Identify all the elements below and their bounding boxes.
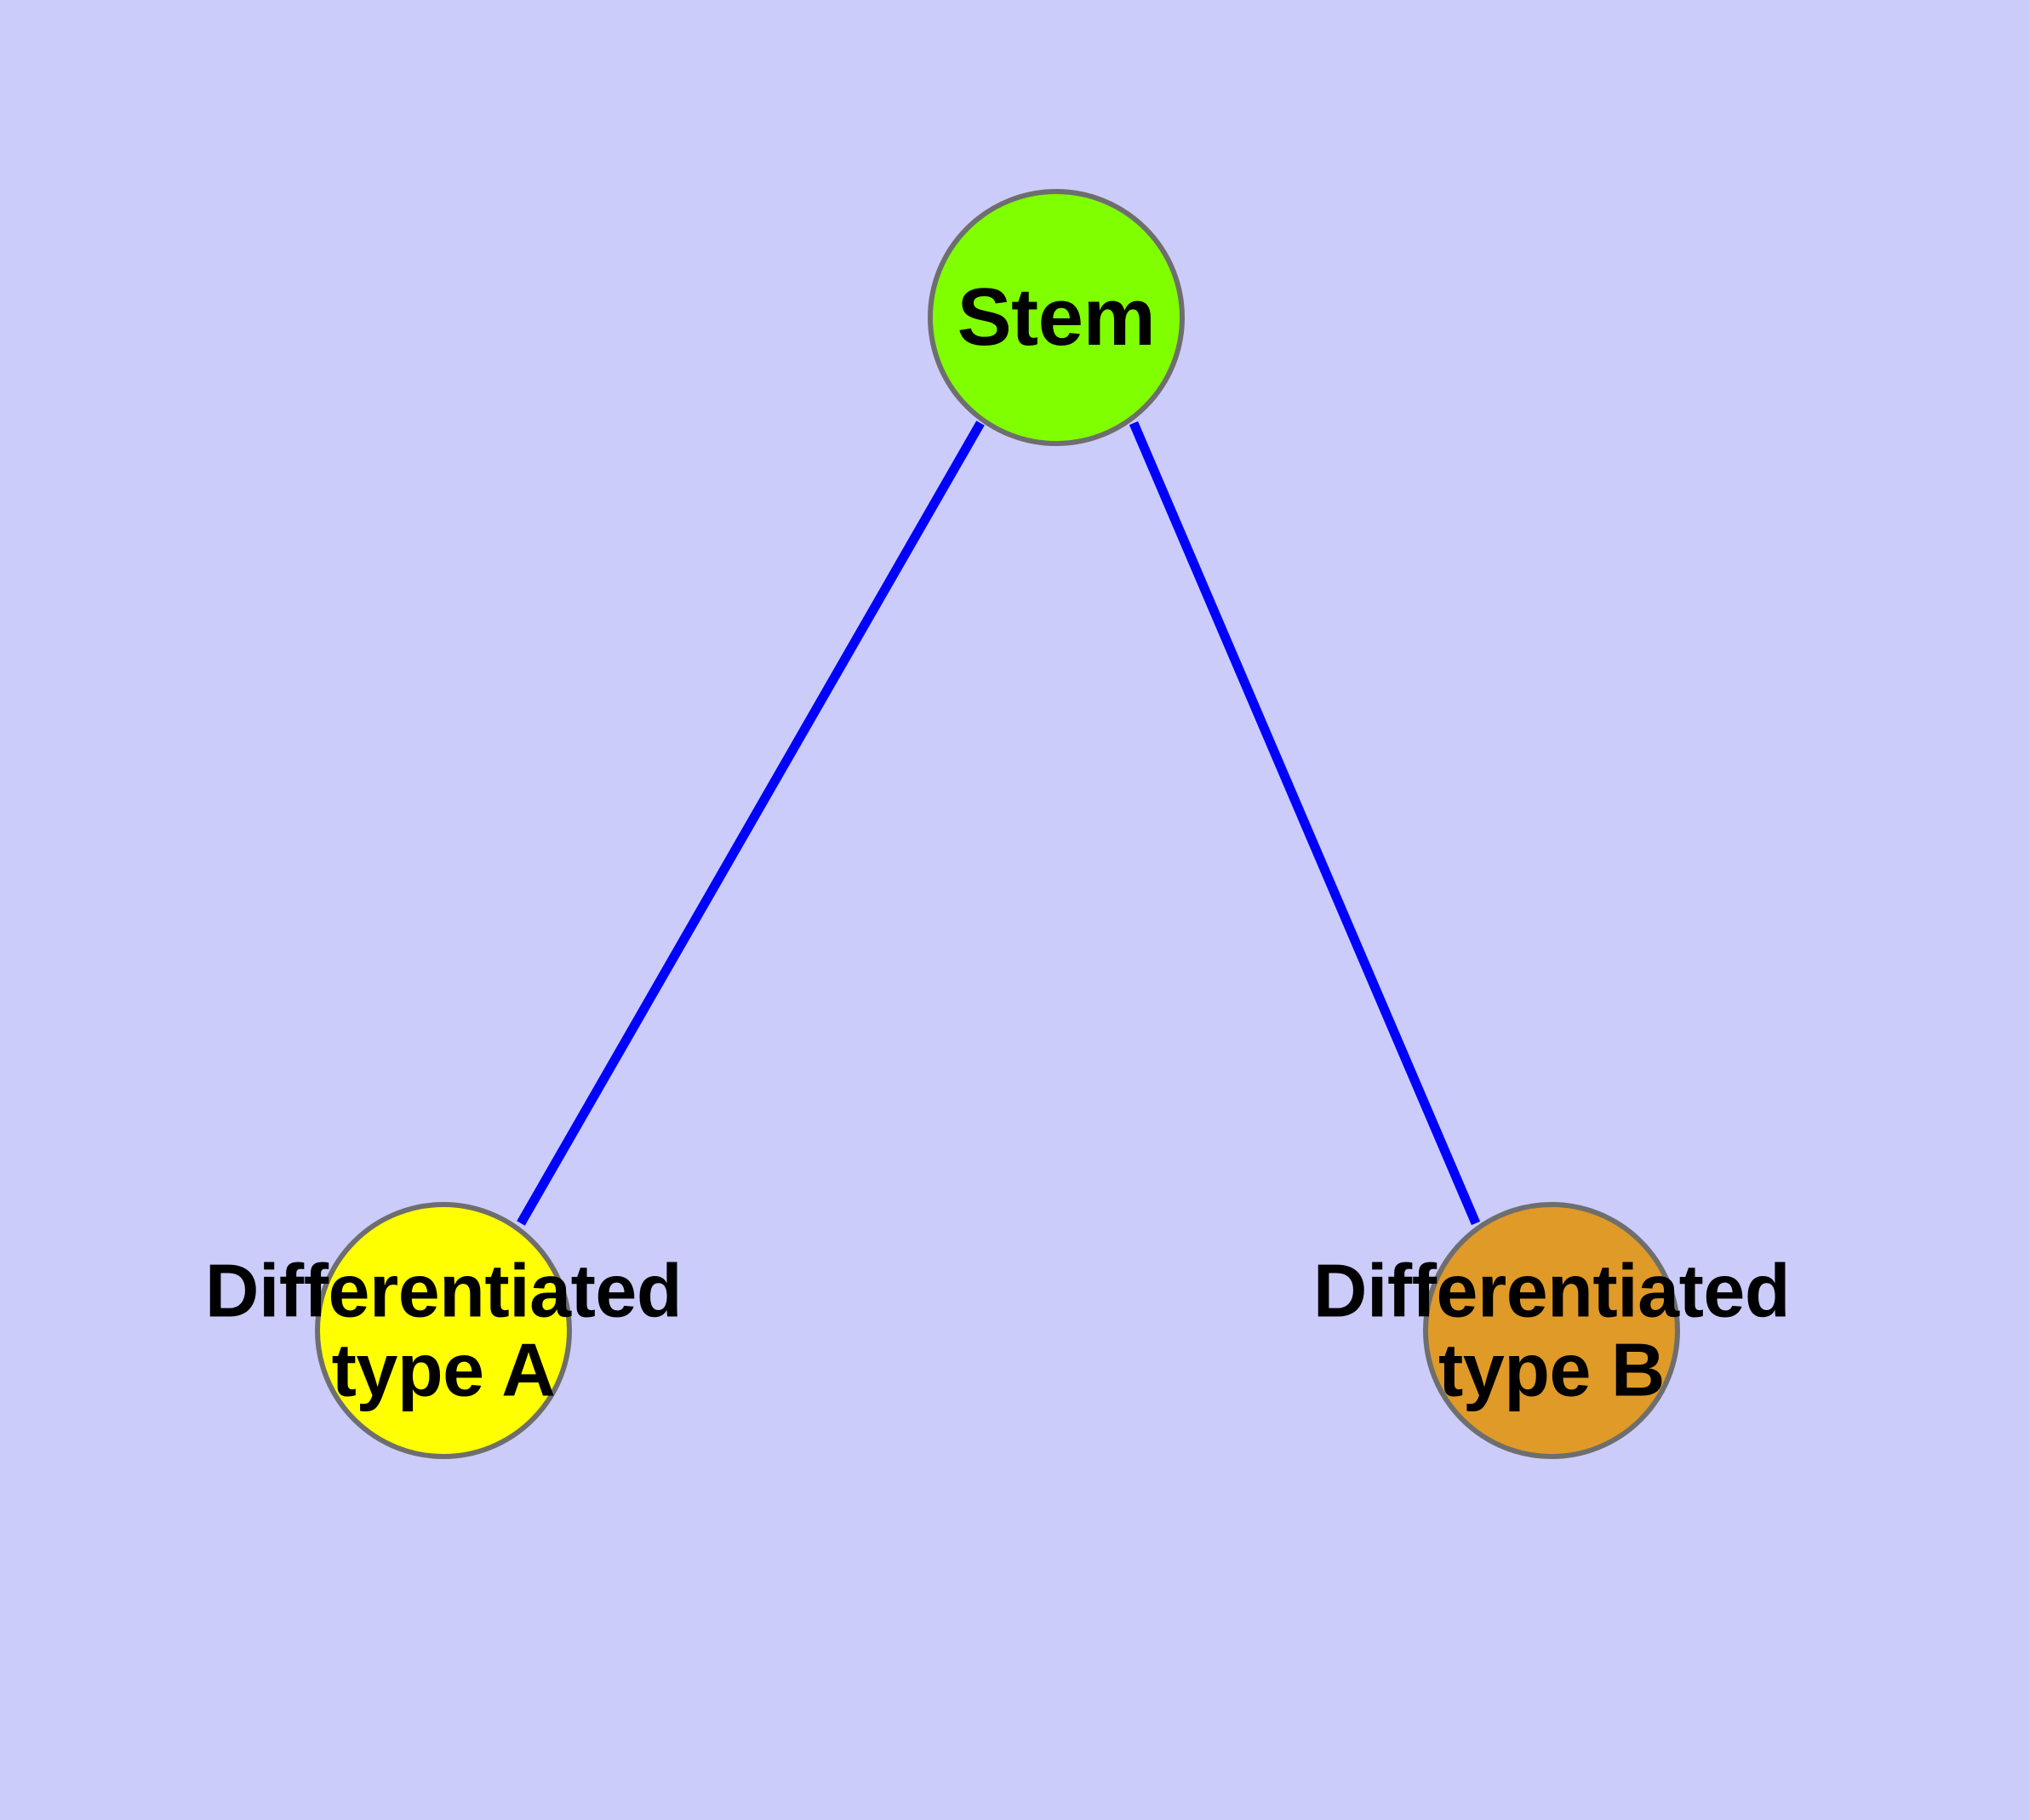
node-differentiated-type-b[interactable]	[1423, 1202, 1680, 1459]
node-layer	[315, 189, 1680, 1459]
node-stem[interactable]	[928, 189, 1185, 446]
edge-stem-to-diff-b[interactable]	[1129, 421, 1481, 1226]
edge-stem-to-diff-a[interactable]	[517, 421, 985, 1226]
node-differentiated-type-a[interactable]	[315, 1202, 572, 1459]
edge-layer	[517, 421, 1481, 1226]
